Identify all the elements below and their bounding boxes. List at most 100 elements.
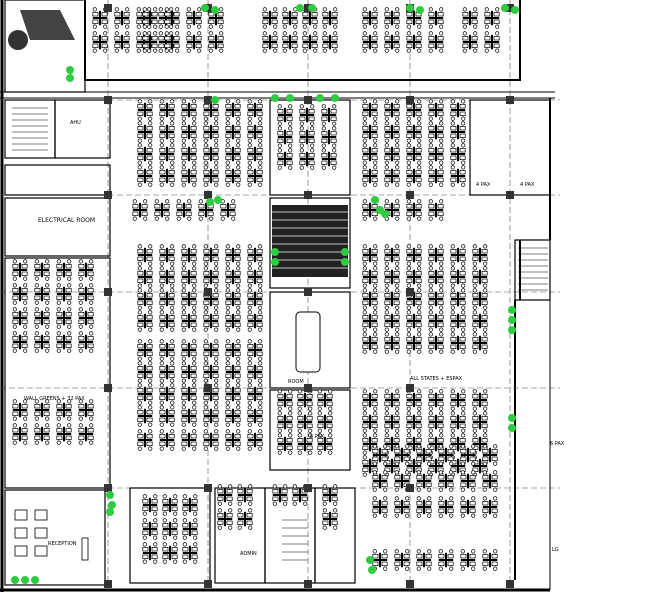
desk-cluster bbox=[181, 165, 197, 187]
desk-cluster bbox=[56, 283, 72, 305]
desk-cluster bbox=[182, 542, 198, 564]
plant bbox=[341, 248, 349, 256]
desk-cluster bbox=[225, 288, 241, 310]
plant bbox=[211, 6, 219, 14]
column bbox=[104, 191, 112, 199]
desk-cluster bbox=[78, 423, 94, 445]
plant bbox=[316, 94, 324, 102]
desk-cluster bbox=[384, 332, 400, 354]
desk-cluster bbox=[12, 331, 28, 353]
desk-cluster bbox=[416, 549, 432, 571]
desk-cluster bbox=[247, 310, 263, 332]
desk-cluster bbox=[181, 361, 197, 383]
desk-cluster bbox=[362, 121, 378, 143]
desk-cluster bbox=[472, 411, 488, 433]
column bbox=[506, 4, 514, 12]
desk-cluster bbox=[362, 310, 378, 332]
column bbox=[304, 484, 312, 492]
desk-cluster bbox=[321, 126, 337, 148]
desk-cluster bbox=[462, 7, 478, 29]
desk-cluster bbox=[450, 165, 466, 187]
plant bbox=[501, 4, 509, 12]
desk-cluster bbox=[186, 7, 202, 29]
desk-cluster bbox=[406, 266, 422, 288]
desk-cluster bbox=[297, 389, 313, 411]
desk-cluster bbox=[181, 143, 197, 165]
column bbox=[204, 384, 212, 392]
column bbox=[406, 191, 414, 199]
desk-cluster bbox=[176, 199, 192, 221]
desk-cluster bbox=[321, 104, 337, 126]
desk-cluster bbox=[322, 508, 338, 530]
desk-cluster bbox=[137, 288, 153, 310]
desk-cluster bbox=[384, 121, 400, 143]
desk-cluster bbox=[362, 389, 378, 411]
desk-cluster bbox=[247, 288, 263, 310]
plant bbox=[286, 94, 294, 102]
desk-cluster bbox=[225, 99, 241, 121]
desk-cluster bbox=[450, 244, 466, 266]
desk-cluster bbox=[225, 361, 241, 383]
plant bbox=[271, 258, 279, 266]
reception-furniture bbox=[14, 509, 89, 561]
desk-cluster bbox=[34, 399, 50, 421]
column bbox=[406, 580, 414, 588]
desk-cluster bbox=[247, 121, 263, 143]
desk-cluster bbox=[237, 508, 253, 530]
desk-cluster bbox=[34, 307, 50, 329]
desk-cluster bbox=[181, 383, 197, 405]
desk-cluster bbox=[406, 31, 422, 53]
column bbox=[204, 191, 212, 199]
desk-cluster bbox=[406, 288, 422, 310]
desk-cluster bbox=[181, 405, 197, 427]
desk-cluster bbox=[438, 444, 454, 466]
desk-cluster bbox=[302, 31, 318, 53]
column bbox=[204, 484, 212, 492]
desk-cluster bbox=[181, 339, 197, 361]
desk-cluster bbox=[34, 331, 50, 353]
desk-cluster bbox=[362, 266, 378, 288]
desk-cluster bbox=[114, 31, 130, 53]
desk-cluster bbox=[384, 7, 400, 29]
desk-cluster bbox=[159, 429, 175, 451]
desk-cluster bbox=[12, 399, 28, 421]
desk-cluster bbox=[12, 259, 28, 281]
desk-cluster bbox=[247, 143, 263, 165]
desk-cluster bbox=[317, 411, 333, 433]
desk-cluster bbox=[317, 389, 333, 411]
desk-cluster bbox=[247, 266, 263, 288]
desk-cluster bbox=[181, 310, 197, 332]
desk-cluster bbox=[384, 310, 400, 332]
desk-cluster bbox=[159, 121, 175, 143]
desk-cluster bbox=[78, 331, 94, 353]
desk-cluster bbox=[372, 470, 388, 492]
desk-cluster bbox=[34, 423, 50, 445]
desk-cluster bbox=[384, 165, 400, 187]
plant bbox=[331, 94, 339, 102]
desk-cluster bbox=[406, 389, 422, 411]
plant bbox=[511, 6, 519, 14]
desk-cluster bbox=[472, 332, 488, 354]
desk-cluster bbox=[137, 266, 153, 288]
plant bbox=[508, 316, 516, 324]
desk-cluster bbox=[482, 470, 498, 492]
column bbox=[104, 580, 112, 588]
desk-cluster bbox=[484, 7, 500, 29]
desk-cluster bbox=[297, 411, 313, 433]
desk-cluster bbox=[450, 143, 466, 165]
desk-cluster bbox=[186, 31, 202, 53]
desk-cluster bbox=[472, 288, 488, 310]
desk-cluster bbox=[450, 332, 466, 354]
desk-cluster bbox=[384, 31, 400, 53]
desk-cluster bbox=[137, 99, 153, 121]
desk-cluster bbox=[203, 165, 219, 187]
desk-cluster bbox=[406, 332, 422, 354]
desk-cluster bbox=[482, 496, 498, 518]
plant bbox=[416, 6, 424, 14]
desk-cluster bbox=[142, 518, 158, 540]
desk-cluster bbox=[450, 411, 466, 433]
desk-cluster bbox=[158, 31, 174, 53]
desk-cluster bbox=[114, 7, 130, 29]
plant bbox=[406, 4, 414, 12]
desk-cluster bbox=[159, 143, 175, 165]
